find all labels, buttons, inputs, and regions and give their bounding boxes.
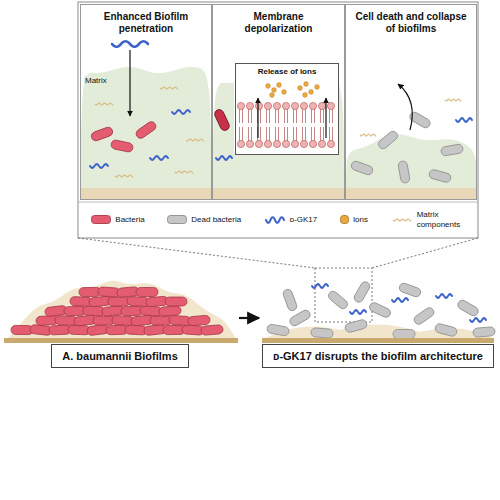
peptide bbox=[456, 118, 472, 122]
legend-sample bbox=[391, 215, 413, 225]
bacterium bbox=[456, 299, 480, 318]
peptide bbox=[112, 41, 148, 47]
bacterium bbox=[377, 129, 400, 150]
peptide bbox=[350, 310, 366, 314]
peptide bbox=[436, 294, 452, 298]
bacterium bbox=[201, 325, 224, 336]
matrix-component bbox=[95, 103, 113, 105]
peptide bbox=[90, 164, 108, 168]
bacterium bbox=[368, 301, 392, 318]
legend-swatch bbox=[167, 215, 187, 224]
direction-arrow bbox=[257, 98, 258, 138]
legend-item: Ions bbox=[340, 215, 368, 224]
biofilm-left bbox=[4, 281, 238, 343]
ions bbox=[266, 82, 320, 98]
bacterium bbox=[282, 288, 298, 312]
peptide bbox=[172, 110, 190, 114]
direction-arrow bbox=[398, 84, 412, 130]
legend-item: Dead bacteria bbox=[167, 215, 241, 224]
peptide bbox=[312, 284, 328, 288]
inset-box: Release of ions bbox=[235, 63, 339, 155]
bacterium bbox=[412, 306, 435, 326]
matrix-ground bbox=[81, 67, 211, 188]
legend-text: Bacteria bbox=[115, 215, 144, 224]
legend-text: Dead bacteria bbox=[191, 215, 241, 224]
bacterium bbox=[353, 280, 372, 304]
bacterium bbox=[311, 328, 334, 339]
substrate bbox=[213, 188, 344, 199]
bacterium bbox=[398, 160, 411, 183]
process-panel: Cell death and collapse of biofilms bbox=[345, 4, 477, 200]
heading: Release of ions bbox=[255, 67, 320, 77]
bacterium bbox=[110, 139, 133, 152]
matrix-component bbox=[160, 87, 178, 89]
bacterium bbox=[188, 315, 211, 326]
bacterium bbox=[327, 289, 350, 310]
biofilm-scene: ᴅ-GK17 disrupts the biofilm architecture bbox=[262, 276, 494, 398]
bacterium bbox=[90, 126, 114, 142]
bacterium bbox=[165, 297, 187, 306]
region-label: Matrix bbox=[84, 76, 108, 85]
legend-item: Matrix components bbox=[391, 210, 465, 228]
bacterium bbox=[136, 288, 158, 297]
matrix-component bbox=[445, 99, 461, 101]
bacterium bbox=[159, 306, 182, 317]
lipid-bilayer bbox=[237, 102, 334, 147]
legend-text: Matrix components bbox=[417, 210, 465, 228]
legend-rule bbox=[78, 202, 478, 203]
legend-sample bbox=[264, 215, 286, 225]
caption-box: ᴅ-GK17 disrupts the biofilm architecture bbox=[262, 344, 494, 368]
biofilm-scene: A. baumannii Biofilms bbox=[4, 276, 236, 396]
peptide bbox=[216, 156, 232, 160]
inset-ground bbox=[234, 62, 338, 154]
heading: Membrane depolarization bbox=[213, 11, 344, 35]
legend-text: Ions bbox=[353, 215, 368, 224]
bacterium bbox=[288, 309, 312, 328]
legend-item: Bacteria bbox=[91, 215, 144, 224]
bacterium bbox=[266, 324, 289, 337]
direction-arrow bbox=[129, 50, 130, 116]
heading: Cell death and collapse of biofilms bbox=[346, 11, 476, 35]
bacterium bbox=[473, 327, 496, 338]
direction-arrow bbox=[325, 98, 326, 138]
heading: Enhanced Biofilm penetration bbox=[81, 11, 211, 35]
bacterium bbox=[350, 160, 374, 176]
peptide bbox=[470, 318, 486, 322]
matrix-component bbox=[186, 139, 204, 141]
substrate bbox=[81, 188, 211, 199]
peptide bbox=[392, 298, 408, 302]
bacterium bbox=[344, 319, 368, 333]
peptide bbox=[150, 156, 168, 160]
bacterium bbox=[213, 108, 230, 132]
peptide bbox=[266, 217, 284, 223]
legend-swatch bbox=[91, 215, 111, 224]
process-panel: Membrane depolarizationRelease of ions bbox=[212, 4, 345, 200]
caption-box: A. baumannii Biofilms bbox=[51, 344, 189, 368]
legend-swatch bbox=[340, 215, 349, 224]
matrix-ground bbox=[346, 134, 477, 188]
matrix-component bbox=[360, 134, 376, 136]
legend: Bacteria Dead bacteria ᴅ-GK17 Ions Matrix co… bbox=[80, 203, 476, 236]
bacterium bbox=[134, 120, 157, 140]
process-arrow bbox=[239, 317, 259, 319]
bacterium bbox=[393, 330, 415, 339]
matrix-component bbox=[175, 171, 193, 173]
bacterium bbox=[440, 144, 463, 157]
substrate bbox=[346, 188, 477, 199]
zoom-frame bbox=[78, 2, 478, 238]
process-panel: Enhanced Biofilm penetration bbox=[80, 4, 212, 200]
zoom-line bbox=[78, 238, 315, 268]
matrix-component bbox=[115, 175, 133, 177]
matrix-component bbox=[393, 219, 411, 221]
bacterium bbox=[434, 323, 458, 337]
biofilm-right bbox=[262, 280, 495, 343]
legend-item: ᴅ-GK17 bbox=[264, 215, 318, 225]
bacterium bbox=[428, 169, 452, 183]
zoom-line bbox=[372, 238, 478, 268]
zoom-box bbox=[315, 268, 372, 322]
bacterium bbox=[398, 282, 422, 298]
legend-text: ᴅ-GK17 bbox=[290, 215, 318, 224]
